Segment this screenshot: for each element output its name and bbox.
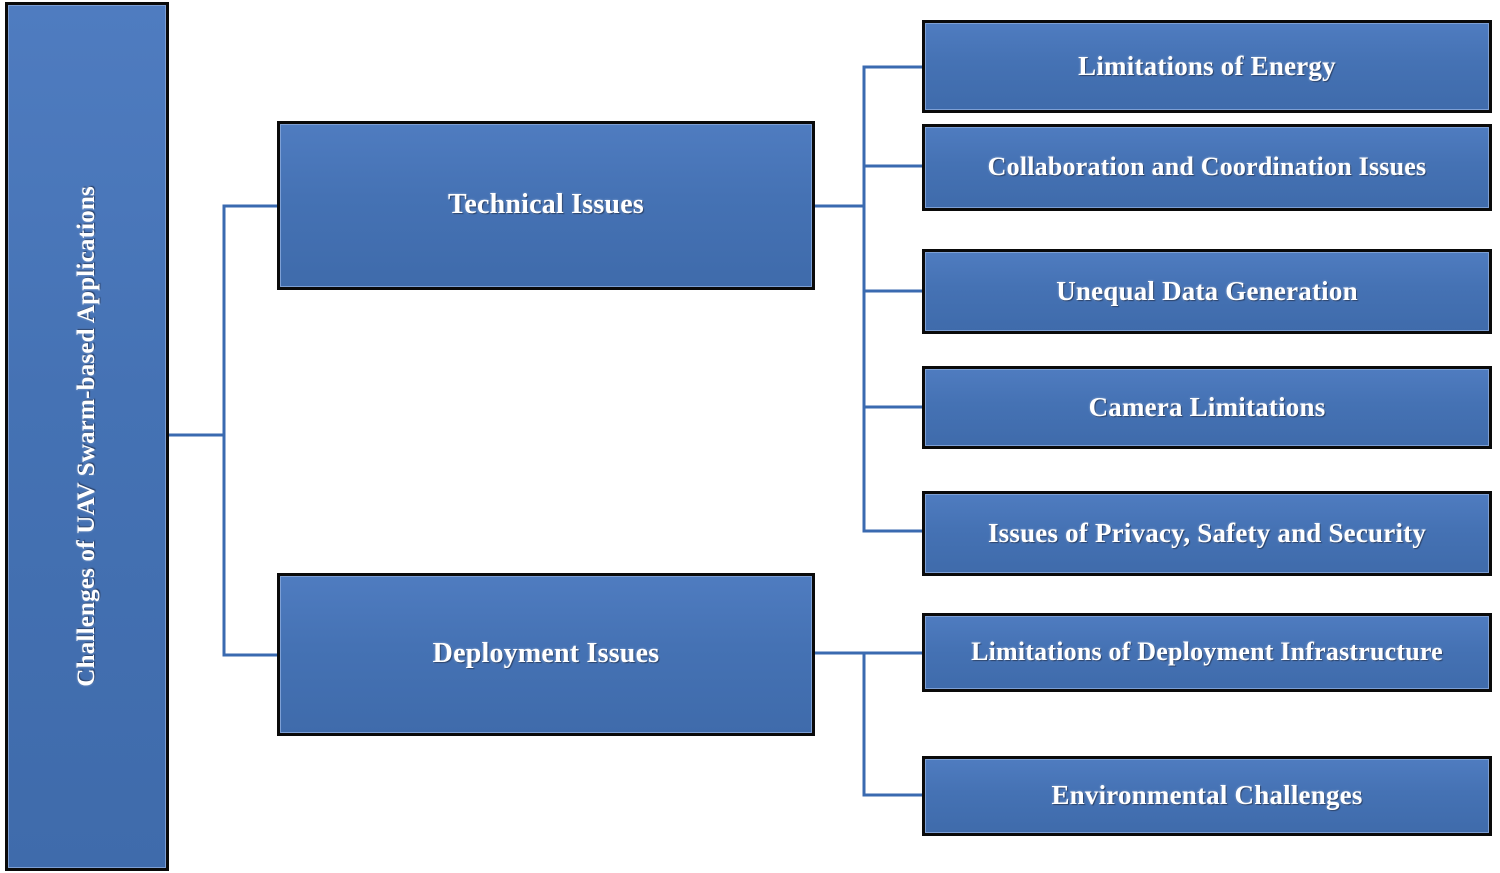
- leaf-node-limitations-of-energy-label: Limitations of Energy: [1078, 50, 1336, 81]
- leaf-node-limitations-of-energy[interactable]: Limitations of Energy: [922, 20, 1492, 113]
- leaf-node-environmental-challenges[interactable]: Environmental Challenges: [922, 756, 1492, 836]
- leaf-node-collaboration-and-coordination-issues-label: Collaboration and Coordination Issues: [987, 152, 1427, 182]
- leaf-node-unequal-data-generation[interactable]: Unequal Data Generation: [922, 249, 1492, 334]
- leaf-node-camera-limitations-label: Camera Limitations: [1088, 391, 1326, 422]
- branch-node-deployment-issues[interactable]: Deployment Issues: [277, 573, 815, 736]
- leaf-node-collaboration-and-coordination-issues[interactable]: Collaboration and Coordination Issues: [922, 124, 1492, 211]
- leaf-node-issues-of-privacy-safety-and-security[interactable]: Issues of Privacy, Safety and Security: [922, 491, 1492, 576]
- leaf-node-issues-of-privacy-safety-and-security-label: Issues of Privacy, Safety and Security: [987, 517, 1427, 548]
- leaf-node-environmental-challenges-label: Environmental Challenges: [1051, 780, 1363, 811]
- branch-node-technical-issues-label: Technical Issues: [448, 189, 644, 221]
- root-node-label: Challenges of UAV Swarm-based Applicatio…: [73, 186, 101, 687]
- branch-node-deployment-issues-label: Deployment Issues: [432, 638, 660, 670]
- branch-node-technical-issues[interactable]: Technical Issues: [277, 121, 815, 290]
- leaf-node-limitations-of-deployment-infrastructure[interactable]: Limitations of Deployment Infrastructure: [922, 613, 1492, 692]
- leaf-node-limitations-of-deployment-infrastructure-label: Limitations of Deployment Infrastructure: [971, 637, 1443, 667]
- leaf-node-camera-limitations[interactable]: Camera Limitations: [922, 366, 1492, 449]
- leaf-node-unequal-data-generation-label: Unequal Data Generation: [1056, 275, 1358, 306]
- root-node[interactable]: Challenges of UAV Swarm-based Applicatio…: [5, 2, 169, 871]
